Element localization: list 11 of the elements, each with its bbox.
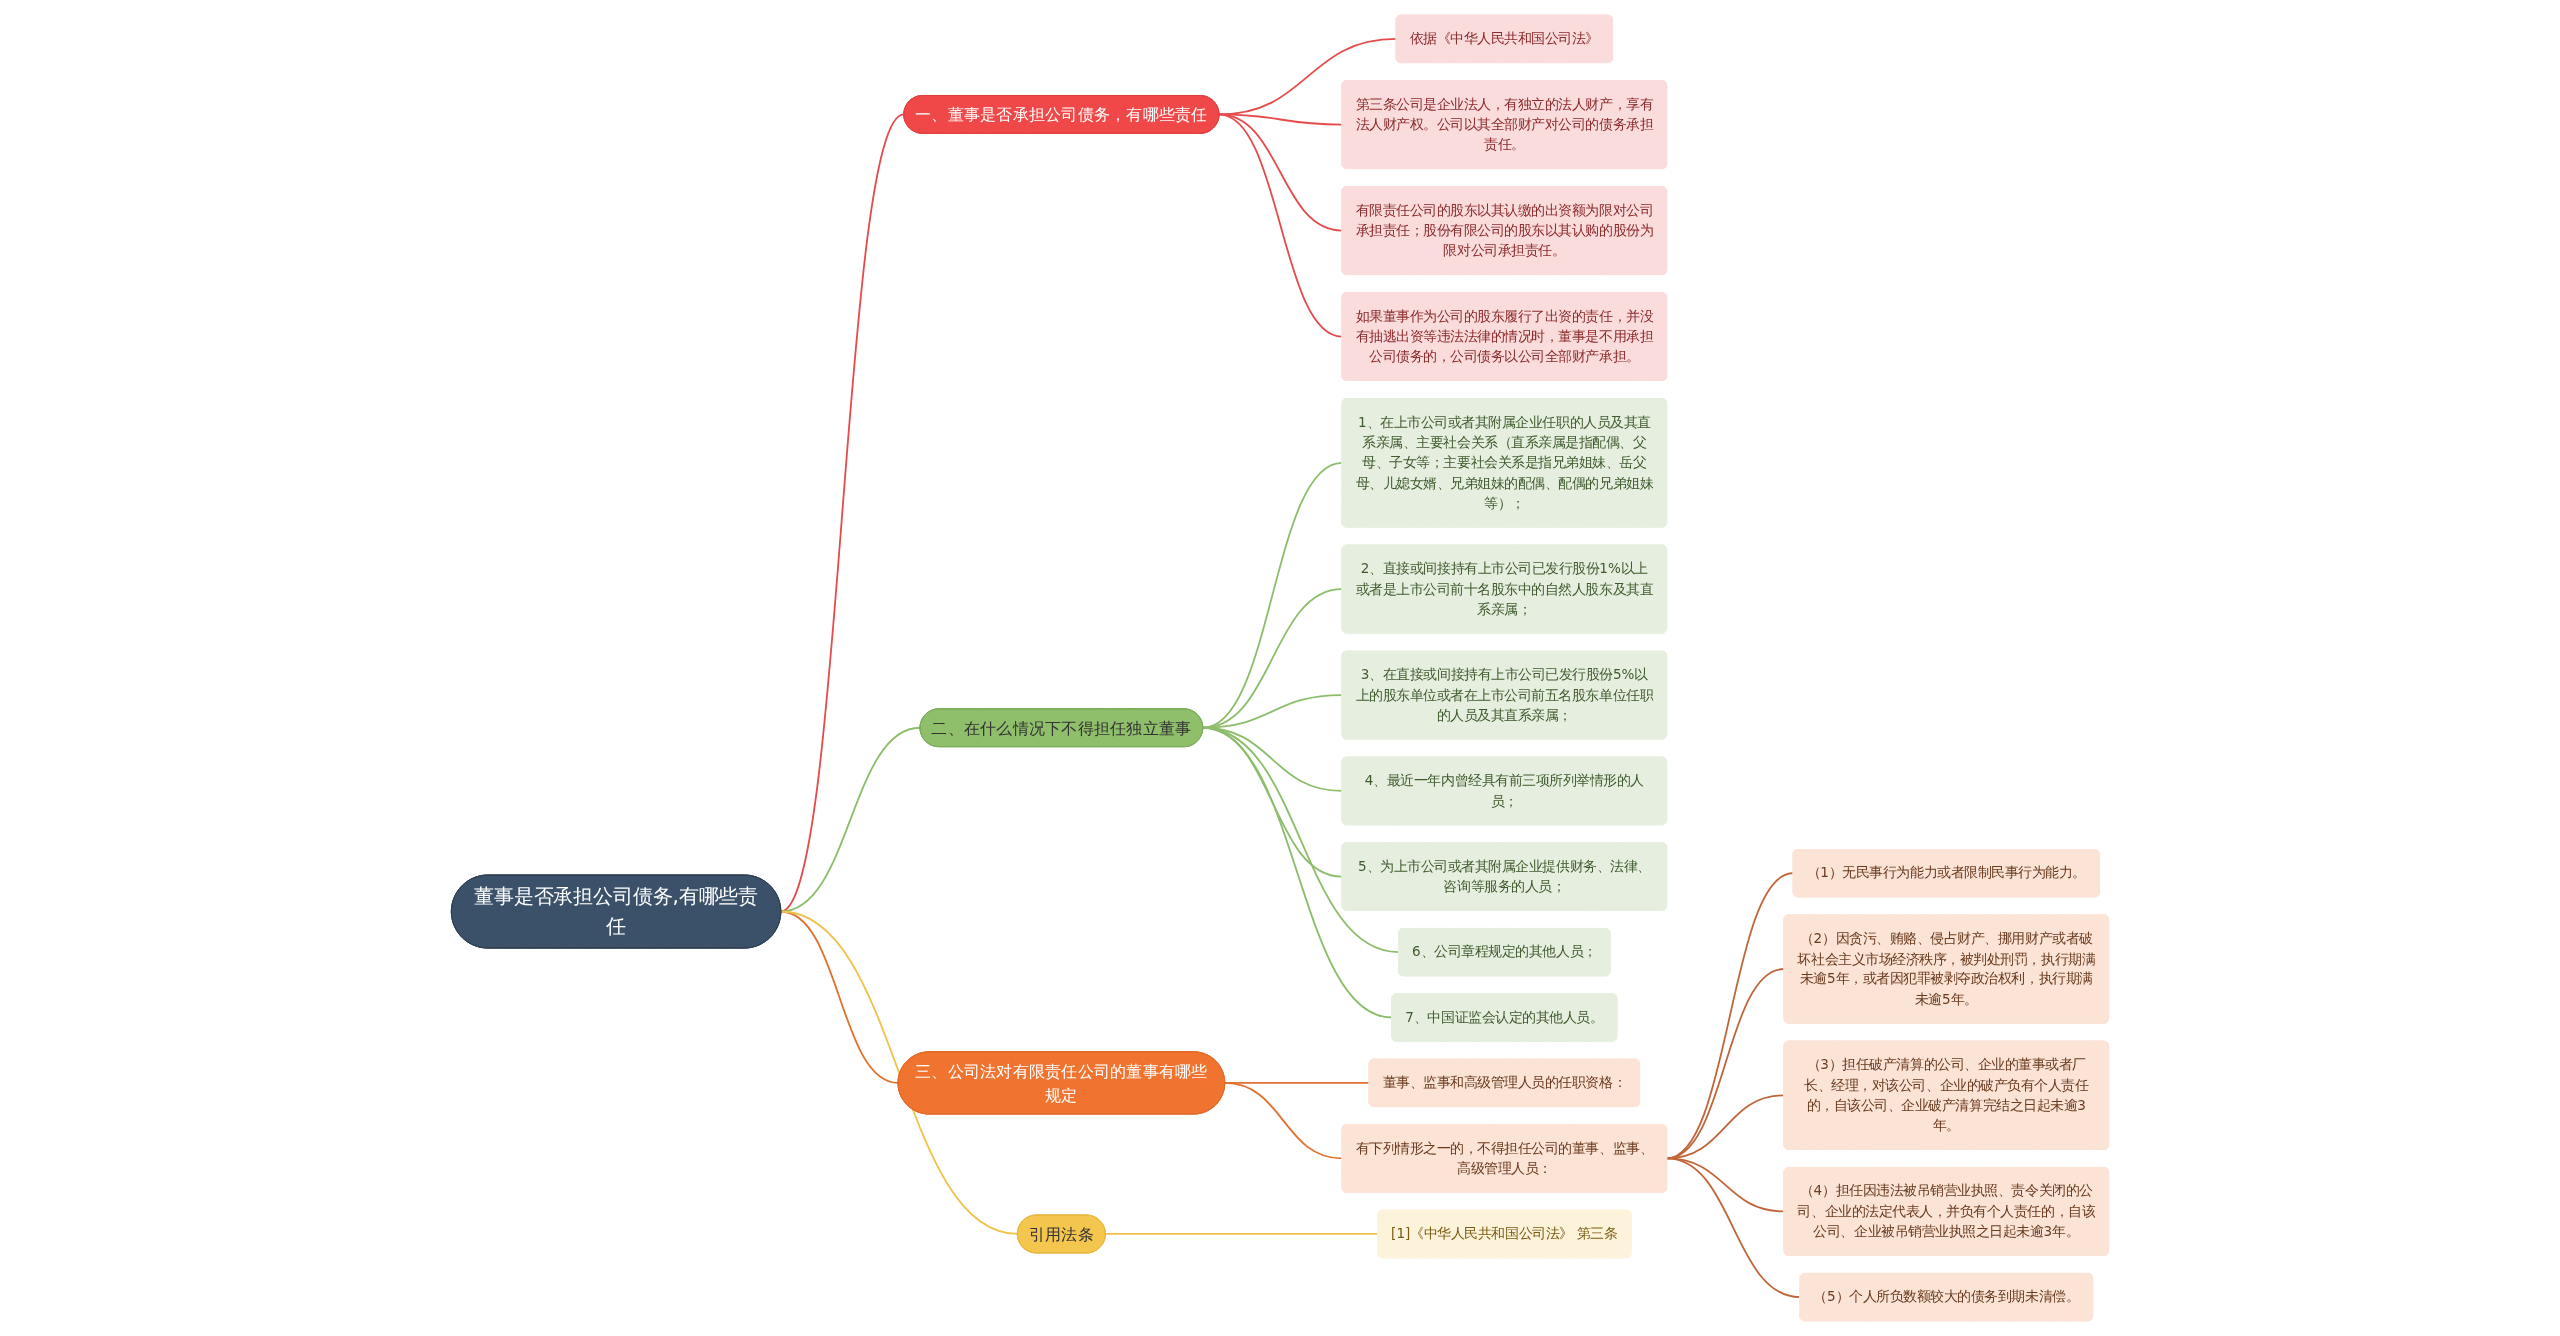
connector — [779, 113, 905, 913]
connector — [1665, 968, 1785, 1160]
connector — [1665, 1094, 1785, 1160]
connector — [1218, 113, 1343, 338]
connector — [1104, 1233, 1379, 1235]
connector — [779, 910, 1019, 1235]
connector — [1665, 1157, 1801, 1298]
connector — [779, 726, 921, 913]
connector — [1665, 872, 1795, 1160]
connector — [1223, 1082, 1343, 1160]
connector — [1218, 38, 1397, 116]
